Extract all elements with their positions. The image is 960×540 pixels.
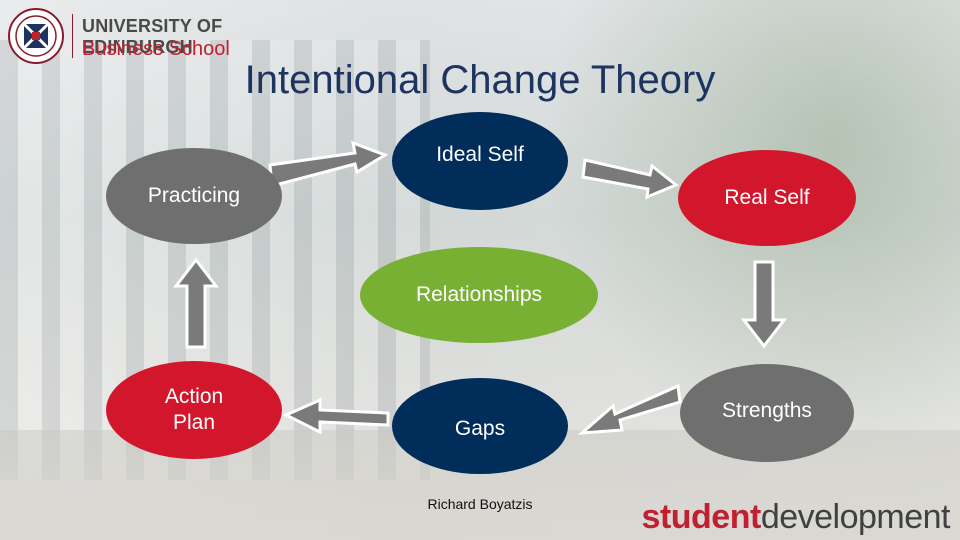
slide-title: Intentional Change Theory: [244, 58, 716, 102]
arrow-action-to-practicing: [172, 257, 220, 349]
node-gaps-label: Gaps: [454, 417, 506, 440]
arrow-practicing-to-ideal: [268, 140, 389, 188]
university-crest-icon: [8, 8, 64, 64]
logo-university-name: UNIVERSITY OF EDINBURGH: [82, 16, 223, 57]
node-action-plan: Action Plan: [106, 361, 282, 459]
arrow-gaps-to-action: [282, 397, 390, 435]
node-ideal-self: Ideal Self: [392, 112, 568, 210]
node-real-self-label: Real Self: [724, 186, 810, 209]
node-strengths: Strengths: [680, 364, 854, 462]
node-practicing: Practicing: [106, 148, 282, 244]
brand-word-development: development: [760, 498, 951, 536]
node-ideal-self-label: Ideal Self: [436, 143, 524, 166]
arrow-ideal-to-real: [581, 158, 679, 200]
node-strengths-label: Strengths: [722, 399, 812, 422]
node-gaps: Gaps: [392, 378, 568, 474]
logo-divider: [72, 14, 73, 58]
node-real-self: Real Self: [678, 150, 856, 246]
node-action-plan-label: Action Plan: [164, 385, 224, 434]
node-relationships: Relationships: [360, 247, 598, 343]
arrow-strengths-to-gaps: [577, 383, 682, 435]
author-credit: Richard Boyatzis: [427, 496, 533, 512]
brand-word-student: student: [641, 498, 762, 536]
logo-school-name: Business School: [82, 38, 230, 60]
node-relationships-label: Relationships: [415, 283, 543, 306]
node-practicing-label: Practicing: [147, 184, 241, 207]
student-development-logo: studentdevelopment: [641, 498, 951, 537]
arrow-real-to-strengths: [740, 260, 788, 349]
university-logo: UNIVERSITY OF EDINBURGH Business School: [8, 8, 268, 66]
